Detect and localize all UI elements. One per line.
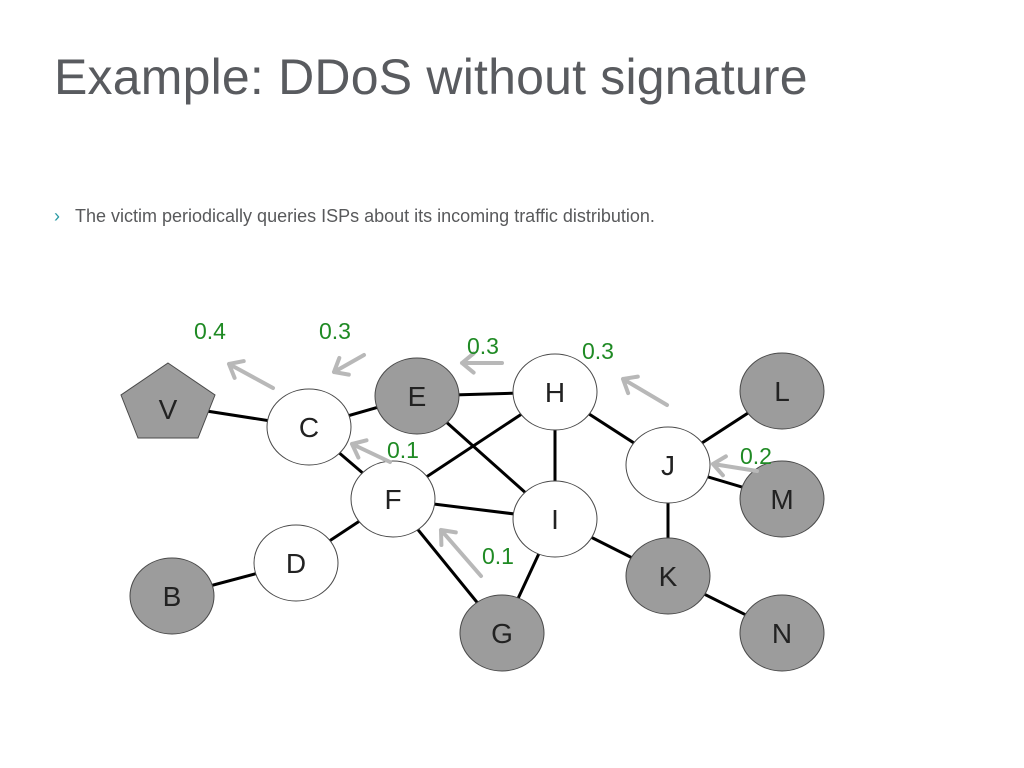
traffic-arrow-group: 0.2 [711, 443, 772, 478]
node-label: V [159, 394, 178, 425]
node-label: D [286, 548, 306, 579]
node-label: H [545, 377, 565, 408]
circle-shape [459, 594, 545, 672]
traffic-arrow-group: 0.3 [582, 338, 669, 407]
circle-shape [374, 357, 460, 435]
traffic-arrows-layer: 0.4 0.3 0.3 0.3 0.1 0.2 0.1 [194, 318, 772, 578]
circle-shape [512, 480, 598, 558]
node-label: N [772, 618, 792, 649]
bullet-text: The victim periodically queries ISPs abo… [75, 206, 655, 226]
node-l: L [739, 352, 825, 430]
left-arrow-icon [332, 353, 366, 377]
node-label: M [770, 484, 793, 515]
traffic-value-label: 0.1 [482, 543, 514, 569]
traffic-value-label: 0.3 [319, 318, 351, 344]
node-v: V [120, 362, 216, 439]
circle-shape [266, 388, 352, 466]
node-m: M [739, 460, 825, 538]
bullet-marker-icon: › [54, 206, 60, 226]
traffic-arrow-group: 0.3 [460, 333, 504, 375]
bullet-item: › The victim periodically queries ISPs a… [54, 204, 655, 228]
left-arrow-icon [227, 359, 275, 390]
left-arrow-icon [711, 454, 759, 478]
traffic-arrow-group: 0.1 [350, 437, 419, 464]
node-e: E [374, 357, 460, 435]
node-b: B [129, 557, 215, 635]
node-k: K [625, 537, 711, 615]
slide-title: Example: DDoS without signature [54, 49, 808, 105]
traffic-value-label: 0.2 [740, 443, 772, 469]
nodes-layer: V C E H J L M F I K D B G N [120, 352, 825, 672]
node-g: G [459, 594, 545, 672]
traffic-value-label: 0.1 [387, 437, 419, 463]
node-d: D [253, 524, 339, 602]
circle-shape [253, 524, 339, 602]
node-label: C [299, 412, 319, 443]
node-h: H [512, 353, 598, 431]
circle-shape [739, 352, 825, 430]
node-label: I [551, 504, 559, 535]
node-label: L [774, 376, 790, 407]
traffic-value-label: 0.3 [582, 338, 614, 364]
traffic-arrow-group: 0.4 [194, 318, 275, 390]
circle-shape [739, 460, 825, 538]
traffic-arrow-group: 0.1 [439, 528, 514, 578]
node-f: F [350, 460, 436, 538]
node-i: I [512, 480, 598, 558]
traffic-value-label: 0.3 [467, 333, 499, 359]
circle-shape [625, 537, 711, 615]
left-arrow-icon [460, 351, 504, 375]
node-label: G [491, 618, 513, 649]
circle-shape [512, 353, 598, 431]
circle-shape [625, 426, 711, 504]
node-label: K [659, 561, 678, 592]
left-arrow-icon [439, 528, 483, 578]
left-arrow-icon [350, 438, 392, 464]
pentagon-shape [120, 362, 216, 439]
node-label: E [408, 381, 427, 412]
circle-shape [739, 594, 825, 672]
node-n: N [739, 594, 825, 672]
traffic-value-label: 0.4 [194, 318, 226, 344]
node-c: C [266, 388, 352, 466]
left-arrow-icon [621, 374, 669, 407]
node-label: B [163, 581, 182, 612]
node-j: J [625, 426, 711, 504]
bullet-list: › The victim periodically queries ISPs a… [54, 204, 655, 228]
circle-shape [129, 557, 215, 635]
node-label: F [384, 484, 401, 515]
node-label: J [661, 450, 675, 481]
traffic-arrow-group: 0.3 [319, 318, 366, 377]
circle-shape [350, 460, 436, 538]
